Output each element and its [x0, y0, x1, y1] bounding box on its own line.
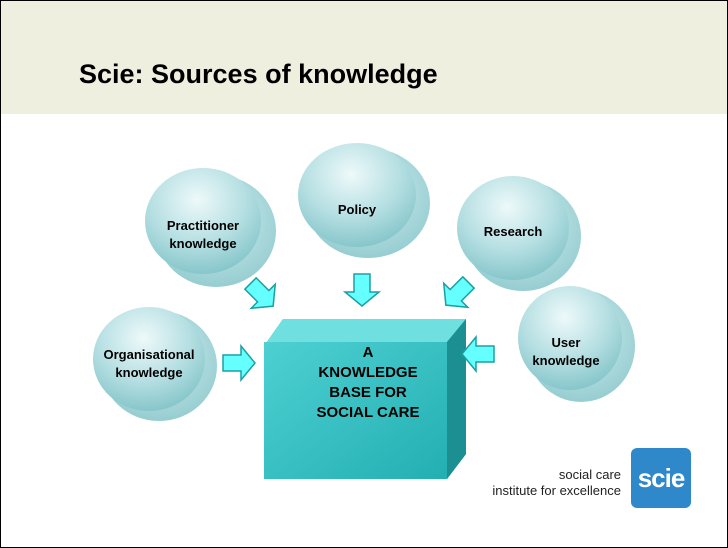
organisational-knowledge-label: Organisational knowledge [103, 347, 195, 380]
practitioner-knowledge-label: Practitioner knowledge [166, 218, 240, 251]
arrow-practitioner [243, 276, 277, 310]
arrow-research [442, 275, 476, 309]
slide-title: Scie: Sources of knowledge [79, 59, 438, 89]
user-knowledge-label: User knowledge [532, 335, 600, 368]
organisational-knowledge-bubble [93, 307, 217, 421]
knowledge-base-box [264, 319, 466, 479]
arrow-user [461, 334, 495, 374]
knowledge-base-label: A KNOWLEDGE BASE FOR SOCIAL CARE [316, 344, 420, 421]
policy-bubble [298, 143, 430, 258]
scie-logo-badge: scie [631, 448, 691, 508]
practitioner-knowledge-bubble [145, 168, 276, 287]
arrow-policy [342, 273, 382, 307]
policy-label: Policy [337, 202, 377, 217]
user-knowledge-bubble [518, 286, 635, 402]
research-bubble [457, 176, 581, 291]
arrow-organisational [222, 343, 256, 383]
scie-logo-text: social care institute for excellence [492, 467, 621, 498]
research-label: Research [483, 224, 543, 239]
title-bar: Scie: Sources of knowledge [1, 1, 727, 114]
